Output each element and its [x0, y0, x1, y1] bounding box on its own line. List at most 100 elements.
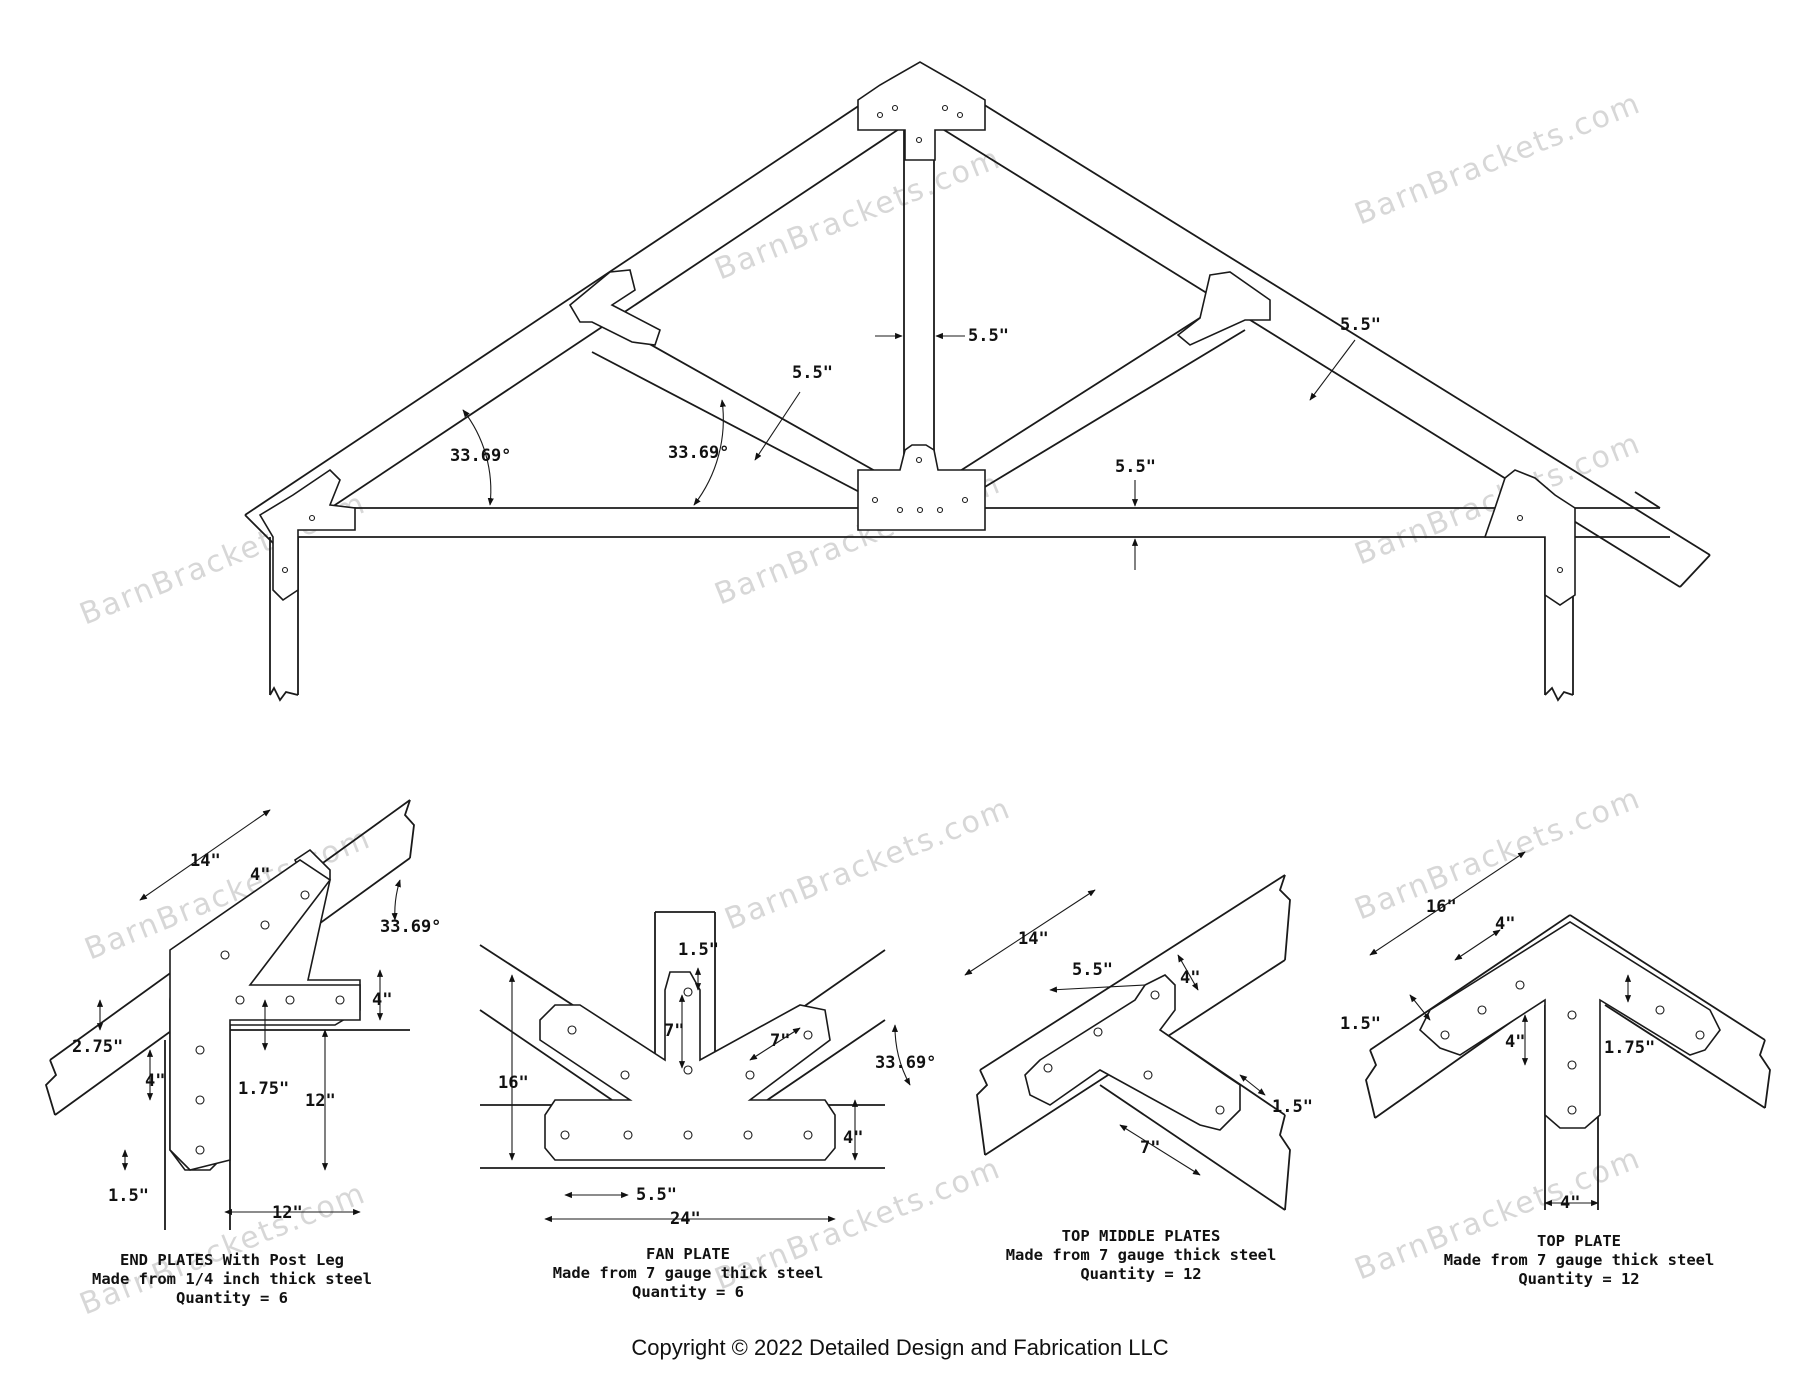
end-dim-4-top: 4"	[250, 865, 270, 885]
bolt-hole	[308, 514, 316, 522]
bolt-hole	[745, 1070, 755, 1080]
tm-rafter-break	[1278, 874, 1291, 961]
end-dim-175: 1.75"	[238, 1079, 289, 1099]
bolt-hole	[285, 995, 295, 1005]
end-dim-14-line	[139, 809, 271, 901]
end-detail-rafter-break	[403, 799, 415, 859]
watermark: BarnBrackets.com	[1350, 781, 1646, 928]
right-rafter-end	[1679, 554, 1711, 588]
chord-width-label: 5.5"	[1340, 315, 1381, 335]
bolt-hole	[743, 1130, 753, 1140]
truss-dimensions: 33.69° 33.69° 5.5" 5.5" 5.5" 5.5"	[450, 315, 1381, 570]
top-plate-caption-quantity: Quantity = 12	[1518, 1270, 1639, 1288]
tp-dim-4-bottom: 4"	[1560, 1193, 1580, 1213]
bolt-hole	[195, 1145, 205, 1155]
bolt-hole	[1567, 1010, 1577, 1020]
end-plate-detail: 14" 4" 33.69° 4" 2.75" 4" 1.75" 12" 1.5"…	[44, 799, 441, 1307]
tm-dim-4: 4"	[1180, 968, 1200, 988]
tp-right-rafter-bottom	[1604, 1004, 1766, 1109]
tm-dim-15: 1.5"	[1272, 1097, 1313, 1117]
tp-rafter-break	[1759, 1039, 1771, 1109]
tm-web-break	[1279, 1114, 1291, 1211]
fan-plate-caption-quantity: Quantity = 6	[632, 1283, 744, 1301]
fan-dim-15: 1.5"	[678, 940, 719, 960]
copyright-notice: Copyright © 2022 Detailed Design and Fab…	[631, 1335, 1168, 1360]
tm-dim-7: 7"	[1140, 1138, 1160, 1158]
bolt-hole	[1143, 1070, 1153, 1080]
bolt-hole	[1093, 1027, 1103, 1037]
bolt-hole	[915, 136, 923, 144]
bolt-hole	[896, 506, 904, 514]
watermark: BarnBrackets.com	[1350, 86, 1646, 233]
top-plate-caption-material: Made from 7 gauge thick steel	[1444, 1251, 1715, 1269]
bolt-hole	[683, 1065, 693, 1075]
bolt-hole	[803, 1030, 813, 1040]
tm-dim-55-line	[1049, 984, 1146, 993]
tp-dim-4-top-line	[1454, 929, 1501, 961]
fan-dim-24: 24"	[670, 1209, 701, 1229]
right-web-lower-edge	[949, 329, 1246, 509]
bolt-hole	[195, 1095, 205, 1105]
bolt-hole	[956, 111, 964, 119]
fan-angle-arc	[891, 1024, 911, 1086]
fan-plate-on-truss	[857, 444, 986, 531]
bolt-hole	[1567, 1060, 1577, 1070]
top-middle-caption-quantity: Quantity = 12	[1080, 1265, 1201, 1283]
left-web-lower-edge	[591, 351, 891, 509]
tm-dim-4-line	[1177, 954, 1199, 991]
fan-dim-7-diagonal: 7"	[770, 1031, 790, 1051]
fan-plate-detail: 1.5" 7" 7" 16" 33.69° 4" 5.5" 24" FAN PL…	[479, 911, 936, 1301]
right-web-upper-edge	[937, 299, 1229, 486]
bolt-hole	[941, 104, 949, 112]
bolt-hole	[560, 1130, 570, 1140]
left-post-break	[269, 686, 299, 702]
end-angle: 33.69°	[380, 917, 441, 937]
bolt-hole	[961, 496, 969, 504]
bolt-hole	[235, 995, 245, 1005]
end-dim-4-right: 4"	[372, 990, 392, 1010]
end-dim-4-left: 4"	[145, 1071, 165, 1091]
tp-dim-4-middle: 4"	[1505, 1032, 1525, 1052]
top-plate-caption-title: TOP PLATE	[1537, 1232, 1621, 1250]
left-rafter-top-edge	[244, 64, 921, 516]
end-detail-rafter-break-left	[44, 1059, 58, 1116]
fan-left-web-bottom	[479, 1009, 613, 1101]
tm-dim-14-line	[964, 889, 1096, 976]
bolt-hole	[1215, 1105, 1225, 1115]
bolt-hole	[1150, 990, 1160, 1000]
end-plate-caption-title: END PLATES With Post Leg	[120, 1251, 344, 1269]
bolt-hole	[1655, 1005, 1665, 1015]
angle-arc-center	[693, 399, 727, 506]
end-dim-12-vertical: 12"	[305, 1091, 336, 1111]
bolt-hole	[915, 456, 923, 464]
fan-plate-caption-material: Made from 7 gauge thick steel	[553, 1264, 824, 1282]
king-truss-elevation: 33.69° 33.69° 5.5" 5.5" 5.5" 5.5"	[244, 61, 1711, 702]
tm-dim-15-line	[1239, 1074, 1266, 1096]
bolt-hole	[1515, 980, 1525, 990]
fan-angle: 33.69°	[875, 1053, 936, 1073]
right-upper-plate-on-truss	[1176, 271, 1271, 346]
post-width-label: 5.5"	[968, 326, 1009, 346]
tp-right-rafter-top	[1569, 914, 1766, 1041]
tp-left-rafter-top	[1369, 914, 1571, 1051]
web-width-leader	[754, 391, 801, 461]
tp-dim-16-line	[1369, 851, 1526, 956]
bolt-hole	[683, 987, 693, 997]
tp-rafter-break-left	[1365, 1049, 1378, 1119]
right-end-plate-on-truss	[1483, 469, 1576, 606]
watermark: BarnBrackets.com	[720, 791, 1016, 938]
truss-plates	[258, 61, 1576, 606]
bolt-hole	[1695, 1030, 1705, 1040]
bolt-hole	[683, 1130, 693, 1140]
top-middle-caption-material: Made from 7 gauge thick steel	[1006, 1246, 1277, 1264]
fan-right-web-bottom	[759, 1019, 886, 1106]
top-plate-shape	[1419, 921, 1721, 1129]
bolt-hole	[281, 566, 289, 574]
fan-dim-16: 16"	[498, 1073, 529, 1093]
bolt-hole	[567, 1025, 577, 1035]
fan-dim-55: 5.5"	[636, 1185, 677, 1205]
top-plate-on-truss	[857, 61, 986, 161]
end-dim-12-horizontal: 12"	[272, 1203, 303, 1223]
bolt-hole	[1440, 1030, 1450, 1040]
